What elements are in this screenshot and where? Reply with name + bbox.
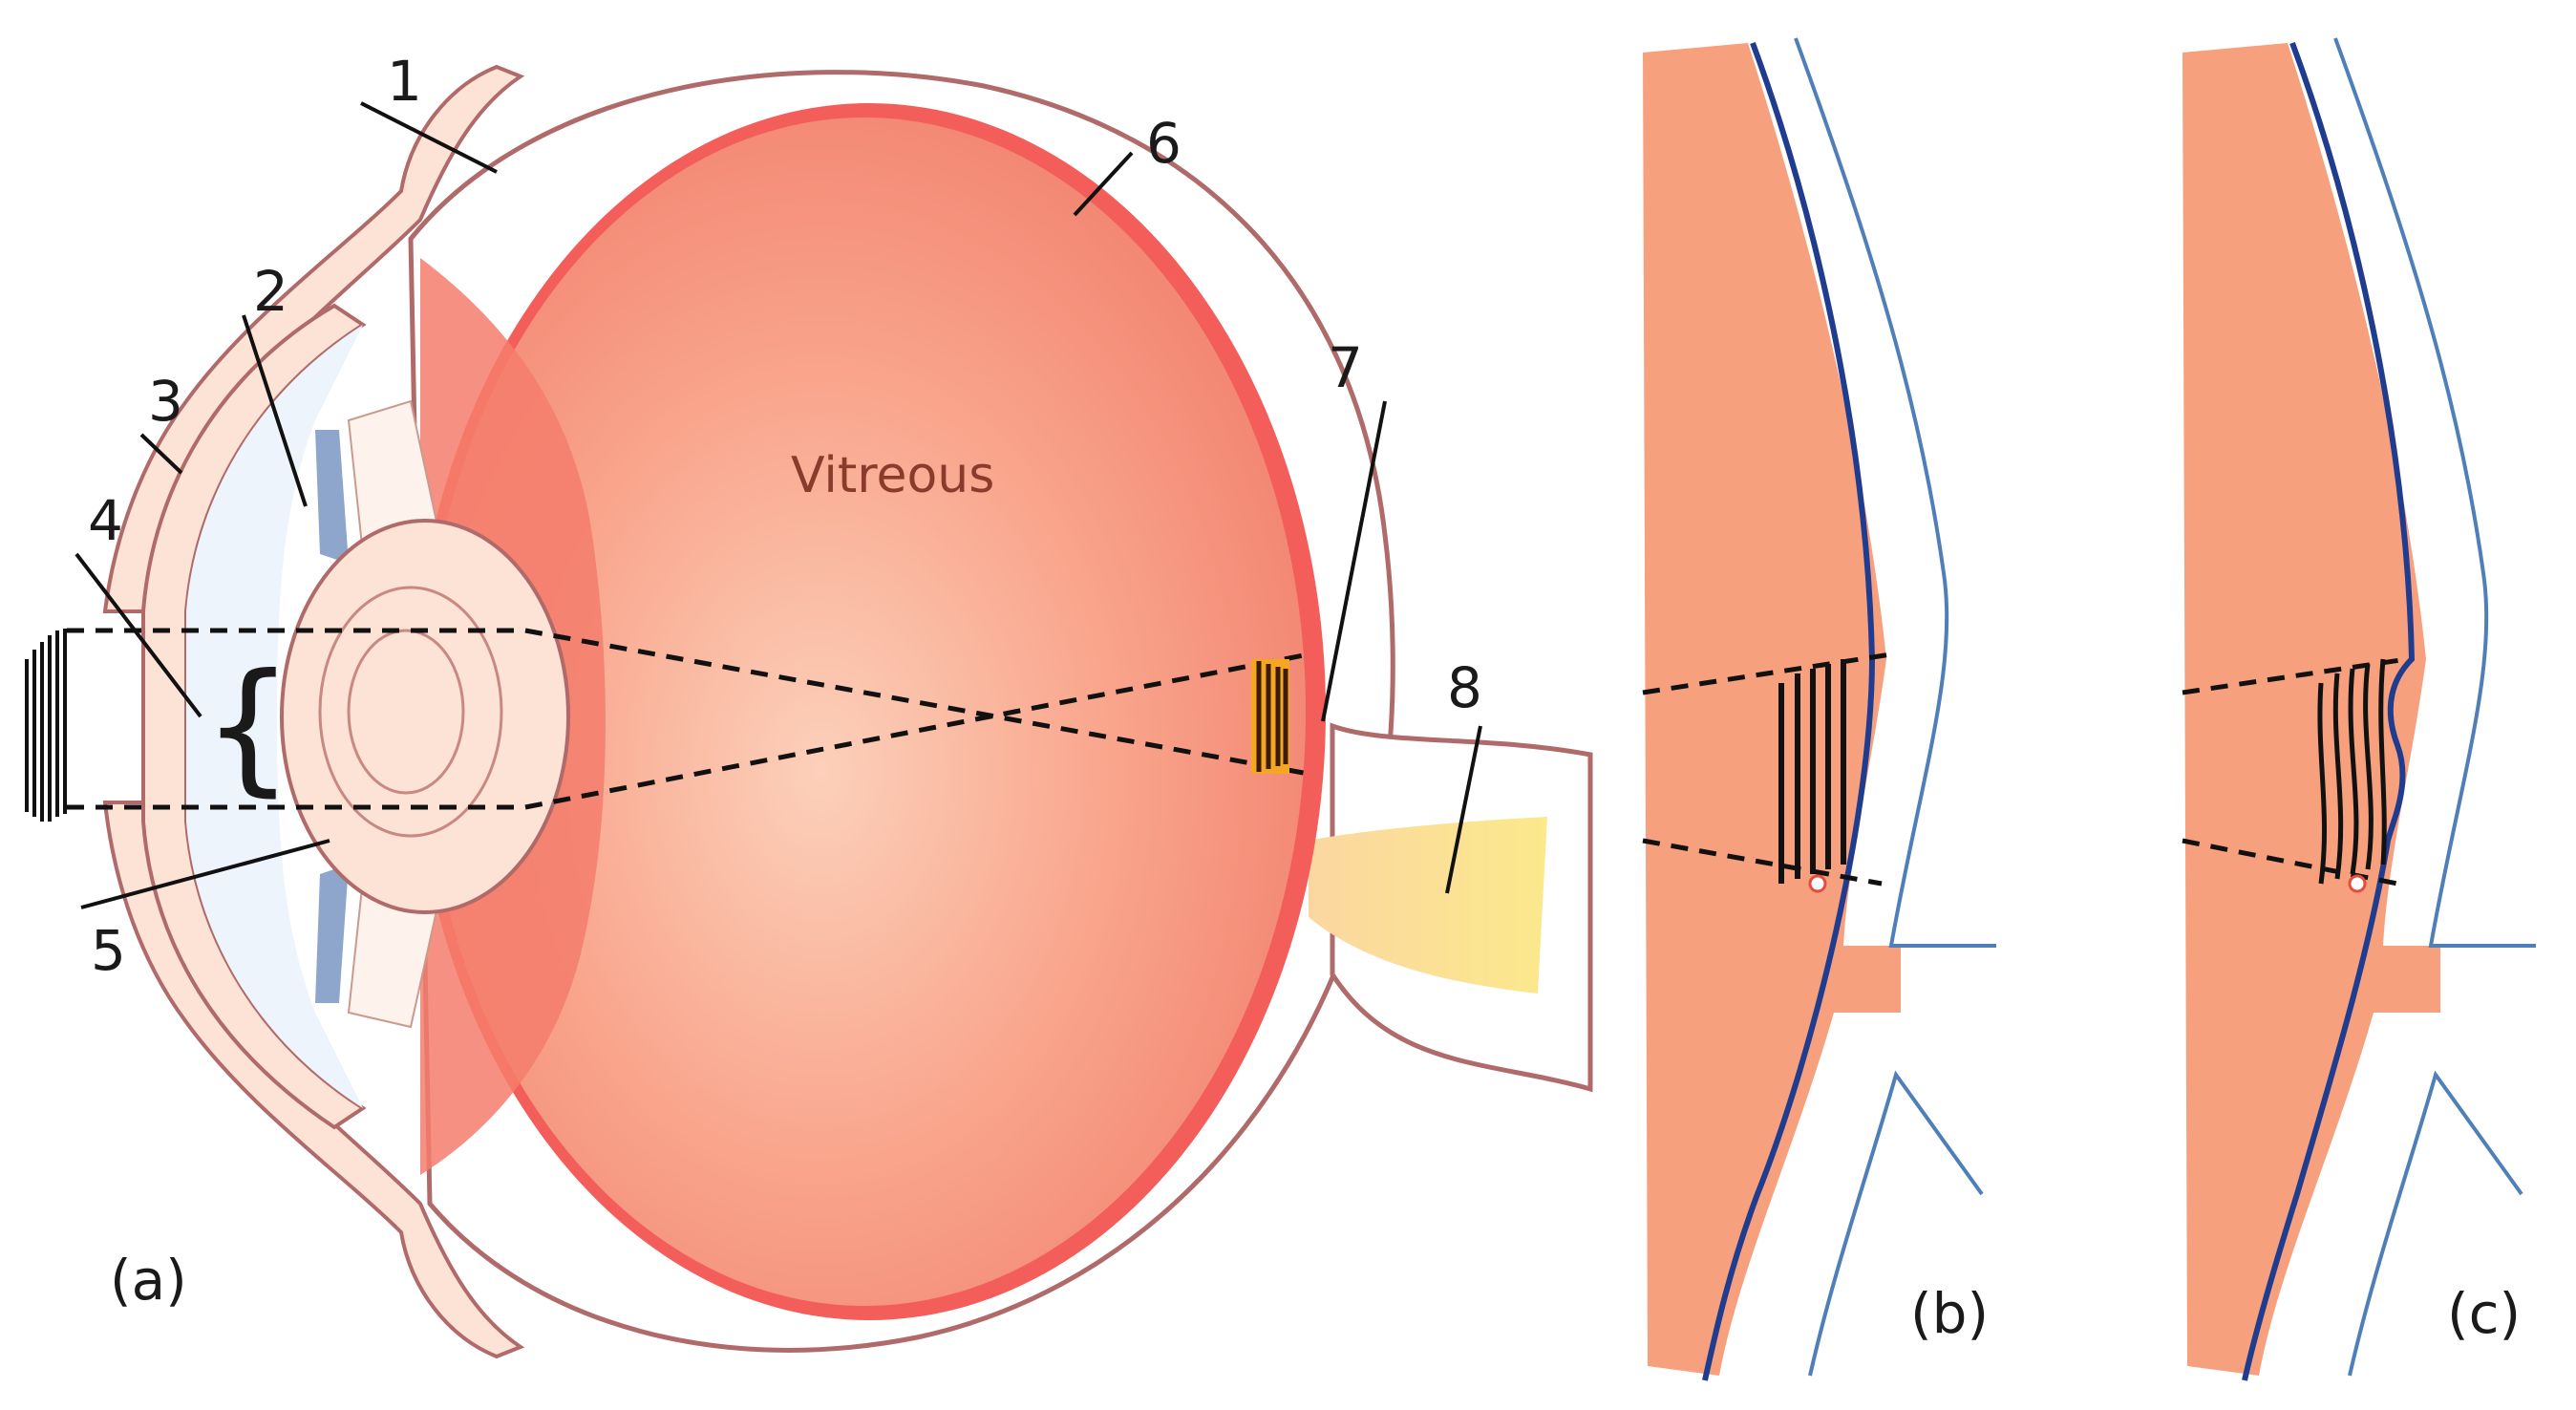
outer-line-c-lower [2348, 1070, 2523, 1377]
panel-b-retina: (b) [1642, 37, 1996, 1381]
ray-b-bottom [1642, 838, 1883, 887]
vitreous-body [423, 118, 1306, 1306]
lens-bracket: { [202, 644, 293, 810]
membrane-b [1702, 41, 1876, 1381]
label-1: 1 [387, 49, 422, 114]
membrane-c [2242, 41, 2416, 1381]
lens [280, 519, 570, 914]
lens-nucleus-inner [347, 629, 465, 795]
outer-line-c [2333, 37, 2536, 948]
light-path [67, 628, 1309, 810]
spot-b [1808, 874, 1827, 893]
iris-upper [315, 430, 349, 564]
lens-nucleus-outer [318, 586, 503, 838]
panel-a-eye: { 1 2 3 4 5 6 7 8 Vitreous (a) [25, 49, 1593, 1359]
grating-b [1778, 659, 1846, 884]
object-grating [25, 629, 67, 822]
ray-b-top [1642, 652, 1892, 695]
caption-b: (b) [1910, 1281, 1989, 1346]
caption-a: (a) [110, 1248, 187, 1313]
iris-lower [315, 865, 349, 1003]
spot-c [2348, 874, 2367, 893]
upper-eyelid [102, 64, 525, 613]
label-4: 4 [88, 488, 123, 553]
label-2: 2 [253, 259, 288, 324]
label-6: 6 [1146, 111, 1182, 176]
macula-image [1251, 659, 1289, 774]
outer-line-b-lower [1808, 1070, 1984, 1377]
leader-lines [75, 101, 1482, 909]
vitreous-label: Vitreous [791, 447, 994, 504]
label-5: 5 [91, 918, 126, 983]
caption-c: (c) [2447, 1281, 2521, 1346]
panel-c-retina: (c) [2182, 37, 2536, 1381]
grating-c [2317, 658, 2387, 885]
outer-line-b [1794, 37, 1996, 948]
retina-tissue-b [1643, 43, 1901, 1376]
retina-tissue-c [2182, 43, 2440, 1376]
label-3: 3 [148, 369, 183, 434]
optic-nerve [1309, 817, 1547, 993]
anterior-chamber [186, 325, 363, 1108]
label-8: 8 [1447, 655, 1482, 720]
label-7: 7 [1328, 335, 1363, 400]
